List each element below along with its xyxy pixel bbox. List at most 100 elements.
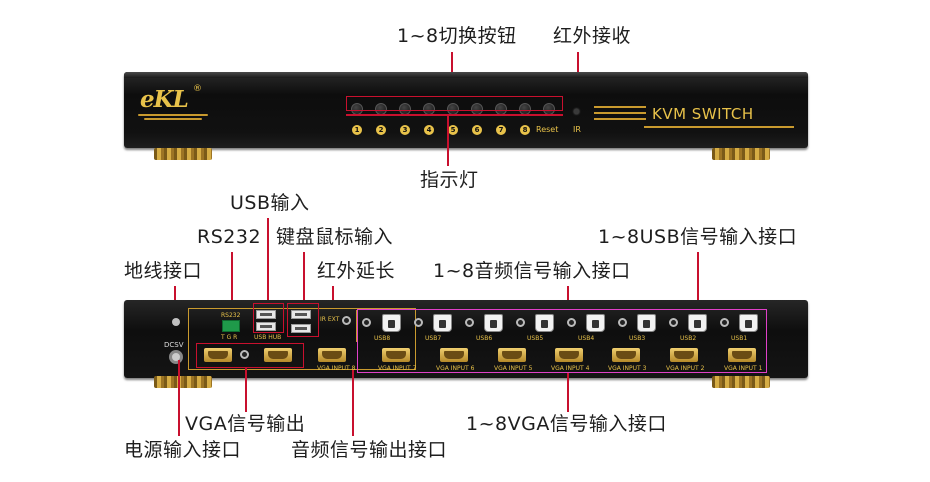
- callout-usb-input: USB输入: [230, 192, 310, 214]
- audio-input-8-jack[interactable]: [362, 318, 371, 327]
- callout-audio-output: 音频信号输出接口: [291, 439, 448, 461]
- usb-hub-port-2[interactable]: [256, 322, 276, 331]
- audio-input-2-jack[interactable]: [669, 318, 678, 327]
- ir-ext-label: IR EXT: [320, 316, 340, 323]
- vga-input-8-port[interactable]: [318, 348, 346, 362]
- callout-ir-extension: 红外延长: [317, 260, 396, 282]
- audio-output-jack[interactable]: [240, 350, 249, 359]
- audio-input-1-jack[interactable]: [720, 318, 729, 327]
- device-foot: [712, 376, 770, 388]
- callout-line-usb-input: [267, 218, 269, 303]
- indicator-led-7: 7: [496, 125, 506, 135]
- callout-line-vga-output: [245, 368, 247, 412]
- logo-swoosh: [144, 118, 202, 120]
- vga-input-6-label: VGA INPUT 6: [436, 365, 475, 372]
- vga-input-8-label: VGA INPUT 8: [317, 365, 356, 372]
- callout-ground-port: 地线接口: [124, 260, 203, 282]
- kb-mouse-highlight: [287, 303, 319, 337]
- vga-input-4-port[interactable]: [555, 348, 583, 362]
- usb-input-7-port[interactable]: [433, 314, 452, 332]
- vga-input-6-port[interactable]: [440, 348, 468, 362]
- usb6-label: USB6: [476, 335, 493, 342]
- vga-output-port-2[interactable]: [264, 348, 292, 362]
- output-port-frame: [188, 308, 416, 370]
- power-input-jack[interactable]: [169, 350, 183, 364]
- callout-vga-inputs: 1~8VGA信号输入接口: [466, 413, 667, 435]
- vga-input-4-label: VGA INPUT 4: [551, 365, 590, 372]
- callout-line-rs232: [231, 252, 233, 310]
- keyboard-usb-port[interactable]: [291, 310, 311, 319]
- vga-input-7-label: VGA INPUT 7: [378, 365, 417, 372]
- callout-indicator-lights: 指示灯: [420, 169, 479, 191]
- dcsv-label: DCSV: [164, 341, 184, 349]
- usb-input-1-port[interactable]: [739, 314, 758, 332]
- audio-input-3-jack[interactable]: [618, 318, 627, 327]
- audio-input-4-jack[interactable]: [567, 318, 576, 327]
- vga-input-1-label: VGA INPUT 1: [724, 365, 763, 372]
- indicator-led-5: 5: [448, 125, 458, 135]
- callout-rs232: RS232: [197, 226, 262, 248]
- tgr-label: T G R: [221, 334, 238, 341]
- usb-hub-label: USB HUB: [254, 334, 282, 341]
- vga-input-3-port[interactable]: [612, 348, 640, 362]
- audio-input-5-jack[interactable]: [516, 318, 525, 327]
- callout-line-ir-ext: [332, 286, 334, 308]
- vga-input-2-label: VGA INPUT 2: [666, 365, 705, 372]
- usb8-label: USB8: [374, 335, 391, 342]
- usb7-label: USB7: [425, 335, 442, 342]
- device-foot: [712, 148, 770, 160]
- usb-hub-port-1[interactable]: [256, 310, 276, 319]
- callout-power-input: 电源输入接口: [124, 439, 242, 461]
- rs232-port-label: RS232: [221, 312, 241, 319]
- callout-vga-output: VGA信号输出: [185, 413, 306, 435]
- usb-input-4-port[interactable]: [586, 314, 605, 332]
- registered-mark: ®: [193, 84, 202, 94]
- callout-line-audio-inputs: [567, 286, 569, 309]
- ir-extension-jack[interactable]: [342, 316, 351, 325]
- vga-input-2-port[interactable]: [670, 348, 698, 362]
- usb2-label: USB2: [680, 335, 697, 342]
- usb-input-8-port[interactable]: [382, 314, 401, 332]
- vga-output-highlight: [196, 343, 304, 368]
- usb-hub-highlight: [253, 303, 284, 333]
- vga-input-1-port[interactable]: [728, 348, 756, 362]
- callout-line-power: [178, 360, 180, 436]
- ir-label: IR: [573, 125, 581, 134]
- vga-input-3-label: VGA INPUT 3: [608, 365, 647, 372]
- ground-screw[interactable]: [172, 318, 180, 326]
- callout-switch-buttons: 1~8切换按钮: [397, 25, 517, 47]
- reset-label: Reset: [536, 125, 559, 134]
- indicator-led-6: 6: [472, 125, 482, 135]
- gold-stripe: [594, 118, 646, 120]
- audio-input-6-jack[interactable]: [465, 318, 474, 327]
- gold-stripe: [594, 106, 646, 108]
- indicator-led-8: 8: [520, 125, 530, 135]
- product-title: KVM SWITCH: [652, 105, 754, 123]
- usb4-label: USB4: [578, 335, 595, 342]
- vga-input-5-port[interactable]: [498, 348, 526, 362]
- brand-logo: eKL: [140, 86, 189, 113]
- gold-stripe: [644, 126, 794, 128]
- callout-ir-receiver: 红外接收: [553, 25, 632, 47]
- device-foot: [154, 148, 212, 160]
- callout-line-audio-output: [352, 370, 354, 436]
- usb5-label: USB5: [527, 335, 544, 342]
- vga-input-5-label: VGA INPUT 5: [494, 365, 533, 372]
- usb1-label: USB1: [731, 335, 748, 342]
- callout-kb-mouse-input: 键盘鼠标输入: [276, 226, 394, 248]
- audio-input-7-jack[interactable]: [414, 318, 423, 327]
- usb-input-6-port[interactable]: [484, 314, 503, 332]
- input-ports-highlight: [357, 309, 767, 373]
- usb-input-5-port[interactable]: [535, 314, 554, 332]
- indicator-led-4: 4: [424, 125, 434, 135]
- usb-input-3-port[interactable]: [637, 314, 656, 332]
- callout-line-usb-inputs: [697, 252, 699, 309]
- vga-output-port-1[interactable]: [204, 348, 232, 362]
- callout-usb-inputs: 1~8USB信号输入接口: [598, 226, 798, 248]
- mouse-usb-port[interactable]: [291, 324, 311, 333]
- vga-input-7-port[interactable]: [382, 348, 410, 362]
- usb-input-2-port[interactable]: [688, 314, 707, 332]
- indicator-lights-highlight: [346, 114, 563, 116]
- usb3-label: USB3: [629, 335, 646, 342]
- rs232-terminal[interactable]: [222, 320, 240, 332]
